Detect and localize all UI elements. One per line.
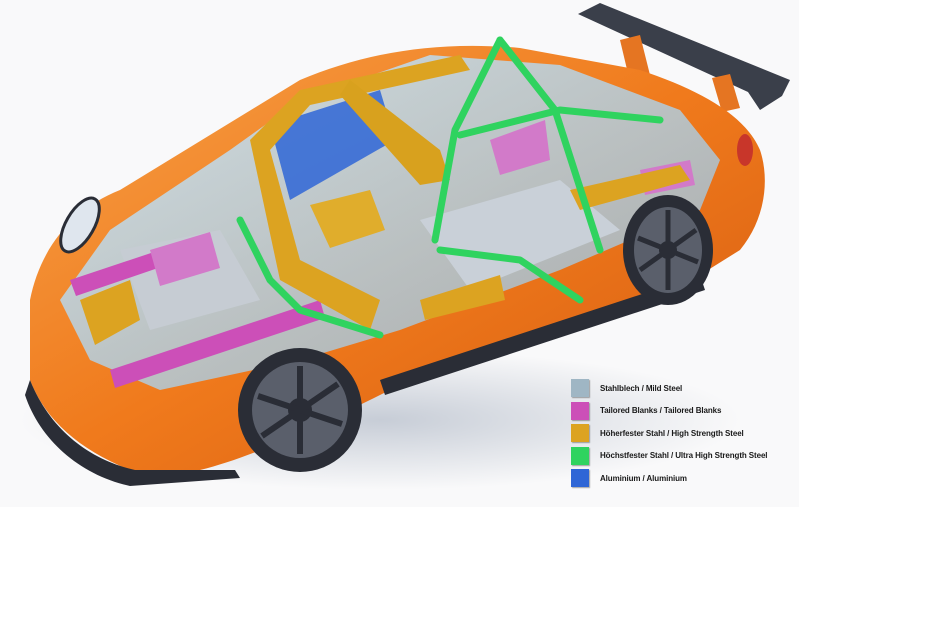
tailored-blank-panel xyxy=(490,120,550,175)
legend-swatch xyxy=(571,424,589,443)
legend-item-high-strength-steel: Höherfester Stahl / High Strength Steel xyxy=(571,422,796,445)
legend-label: Aluminium / Aluminium xyxy=(600,473,687,483)
roll-cage xyxy=(236,36,664,339)
tailored-blank-panel xyxy=(150,232,220,286)
rear-member xyxy=(570,165,690,210)
legend-swatch xyxy=(571,379,589,398)
front-bulkhead xyxy=(80,280,140,345)
car-illustration-svg xyxy=(20,3,790,490)
material-legend: Stahlblech / Mild Steel Tailored Blanks … xyxy=(571,377,796,490)
mild-steel-panel xyxy=(420,180,620,290)
legend-item-ultra-high-strength-steel: Höchstfester Stahl / Ultra High Strength… xyxy=(571,445,796,468)
legend-swatch xyxy=(571,469,589,488)
legend-item-aluminium: Aluminium / Aluminium xyxy=(571,467,796,490)
side-skirt xyxy=(380,275,705,395)
legend-label: Stahlblech / Mild Steel xyxy=(600,383,683,393)
b-pillar xyxy=(340,80,450,185)
legend-swatch xyxy=(571,401,589,420)
front-wheel xyxy=(238,348,362,472)
legend-label: Höchstfester Stahl / Ultra High Strength… xyxy=(600,451,768,461)
legend-item-tailored-blanks: Tailored Blanks / Tailored Blanks xyxy=(571,400,796,423)
legend-item-mild-steel: Stahlblech / Mild Steel xyxy=(571,377,796,400)
taillight xyxy=(737,134,753,166)
rear-wheel xyxy=(623,195,713,305)
car-structure-illustration: Stahlblech / Mild Steel Tailored Blanks … xyxy=(20,3,796,490)
floor-cross-member xyxy=(310,190,385,248)
legend-swatch xyxy=(571,446,589,465)
sill-member xyxy=(420,275,505,320)
legend-label: Tailored Blanks / Tailored Blanks xyxy=(600,406,722,416)
front-splitter xyxy=(25,380,240,486)
headlight xyxy=(59,196,101,254)
legend-label: Höherfester Stahl / High Strength Steel xyxy=(600,428,744,438)
tailored-blank-rail xyxy=(110,300,325,388)
